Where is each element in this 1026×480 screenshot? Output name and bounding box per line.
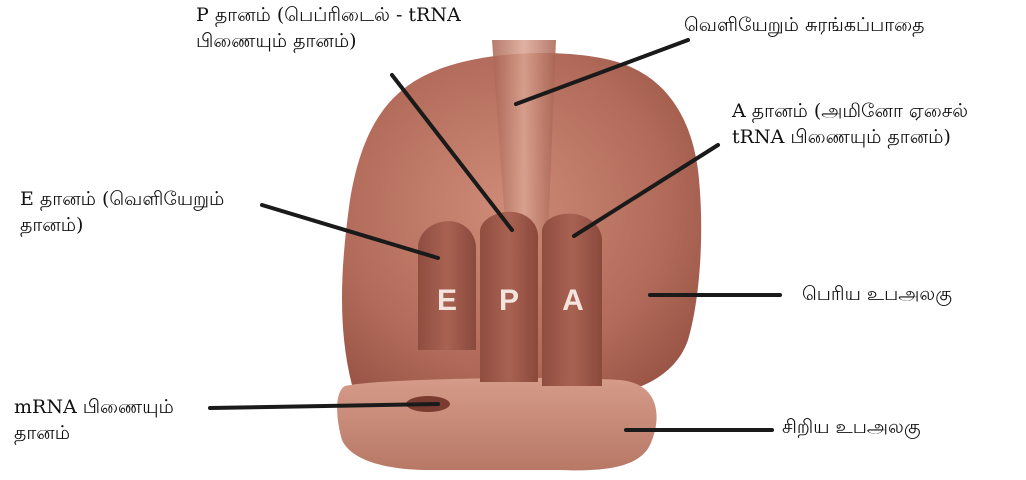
label-large-subunit: பெரிய உபஅலகு [802,281,952,307]
label-a-site-line2: tRNA பிணையும் தானம்) [732,124,968,150]
label-p-site-line2: பிணையும் தானம்) [196,28,461,54]
e-site-letter: E [437,284,457,317]
label-p-site-line1: P தானம் (பெப்ரிடைல் - tRNA [196,2,461,28]
small-subunit-body [337,378,656,470]
label-e-site: E தானம் (வெளியேறும் தானம்) [20,186,224,238]
label-e-site-line2: தானம்) [20,212,224,238]
a-site-letter: A [562,284,584,317]
label-exit-tunnel: வெளியேறும் சுரங்கப்பாதை [684,12,925,38]
label-mrna-site: mRNA பிணையும் தானம் [14,394,174,446]
label-a-site-line1: A தானம் (அமினோ ஏசைல் [732,98,968,124]
label-p-site: P தானம் (பெப்ரிடைல் - tRNA பிணையும் தானம… [196,2,461,54]
label-small-subunit: சிறிய உபஅலகு [782,414,921,440]
label-mrna-site-line1: mRNA பிணையும் [14,394,174,420]
label-e-site-line1: E தானம் (வெளியேறும் [20,186,224,212]
label-mrna-site-line2: தானம் [14,420,174,446]
label-a-site: A தானம் (அமினோ ஏசைல் tRNA பிணையும் தானம்… [732,98,968,150]
p-site-letter: P [499,284,519,317]
